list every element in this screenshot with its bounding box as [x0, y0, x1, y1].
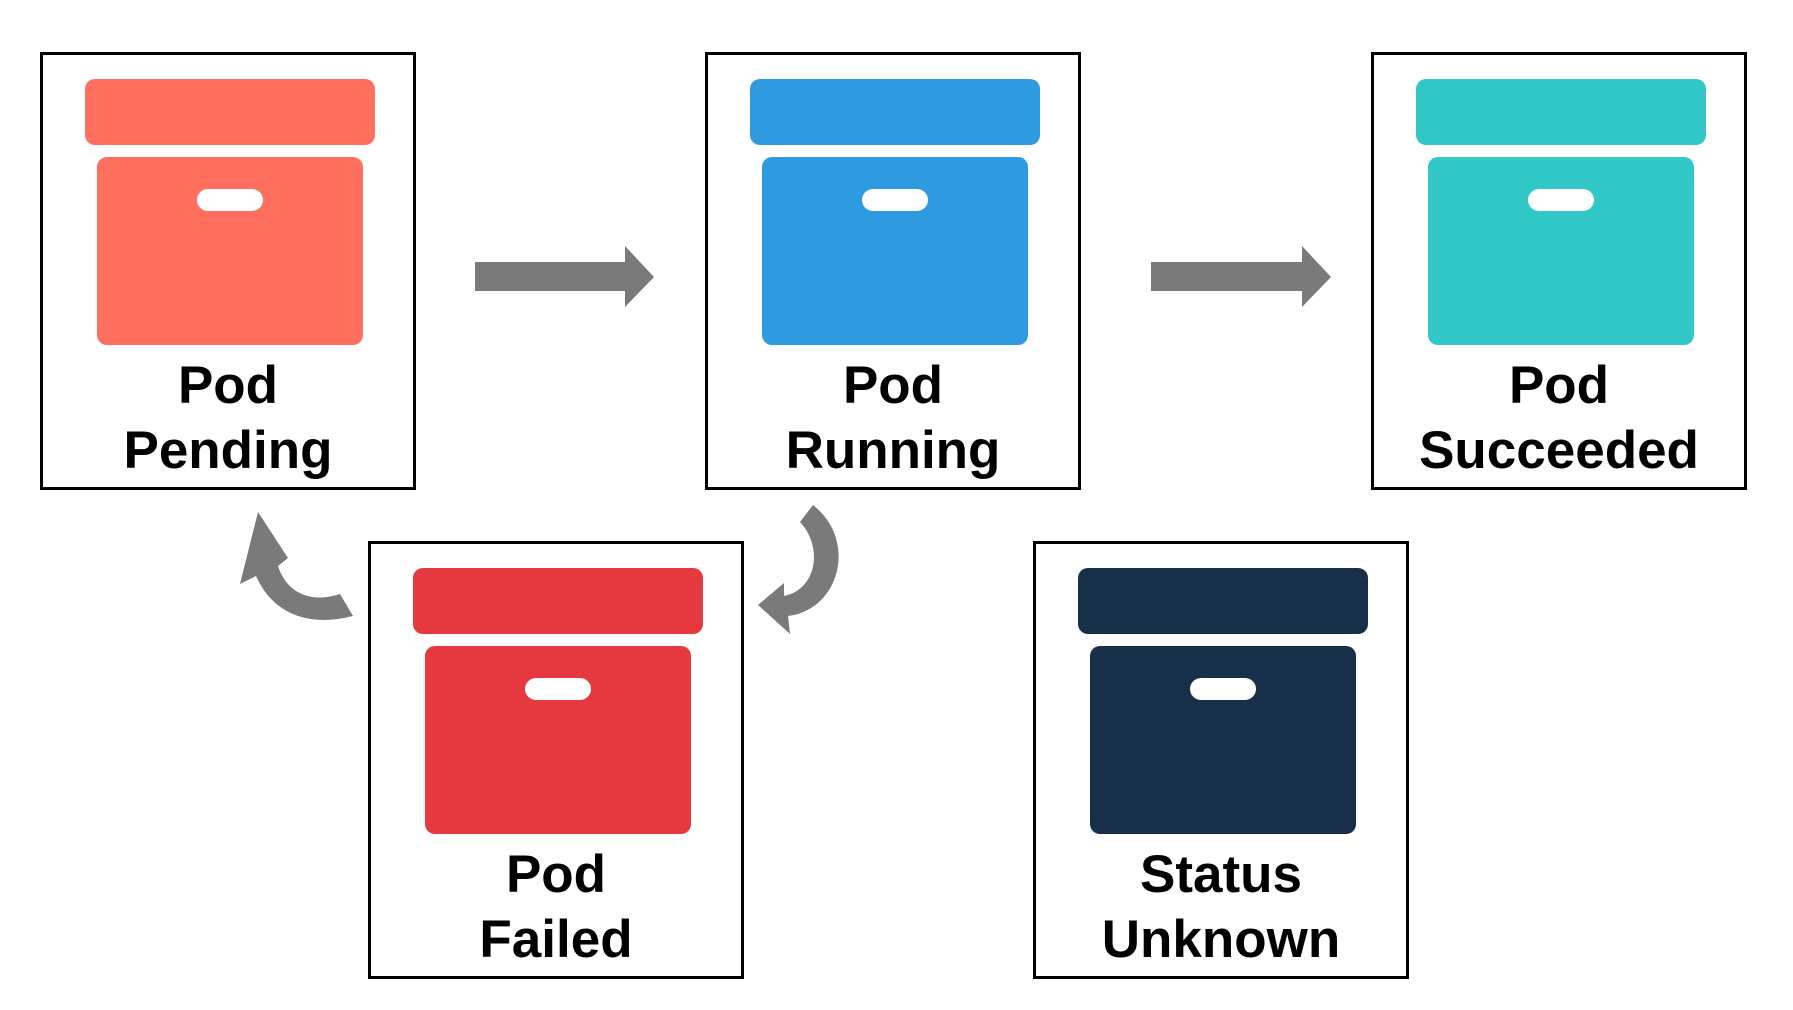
pod-running-card: Pod Running — [705, 52, 1081, 490]
state-label: Pod Running — [708, 353, 1078, 483]
box-body — [1428, 157, 1694, 345]
pod-failed-card: Pod Failed — [368, 541, 744, 979]
box-body — [97, 157, 363, 345]
box-body — [425, 646, 691, 834]
pod-succeeded-card: Pod Succeeded — [1371, 52, 1747, 490]
box-handle — [1190, 678, 1256, 700]
box-body — [762, 157, 1028, 345]
state-label-line1: Pod — [177, 356, 279, 415]
box-handle — [1528, 189, 1594, 211]
state-label-line1: Pod — [505, 845, 607, 904]
box-handle — [197, 189, 263, 211]
box-body — [1090, 646, 1356, 834]
box-lid — [1078, 568, 1368, 634]
arrow-group — [240, 246, 1331, 634]
status-unknown-card: Status Unknown — [1033, 541, 1409, 979]
curved-arrow-running-to-failed-icon — [758, 505, 839, 634]
box-handle — [525, 678, 591, 700]
box-lid — [85, 79, 375, 145]
curved-arrow-failed-to-pending-icon — [240, 512, 353, 620]
pod-pending-card: Pod Pending — [40, 52, 416, 490]
state-label: Pod Failed — [371, 842, 741, 972]
state-label-line2: Unknown — [1101, 910, 1341, 969]
box-lid — [1416, 79, 1706, 145]
state-label-line1: Status — [1140, 845, 1302, 904]
state-label-line2: Pending — [123, 421, 333, 480]
box-lid — [750, 79, 1040, 145]
state-label-line2: Failed — [479, 910, 633, 969]
state-label-line1: Pod — [1508, 356, 1610, 415]
box-lid — [413, 568, 703, 634]
state-label-line2: Succeeded — [1419, 421, 1699, 480]
arrow-running-to-succeeded-icon — [1151, 246, 1331, 307]
state-label: Pod Pending — [43, 353, 413, 483]
box-handle — [862, 189, 928, 211]
state-label: Status Unknown — [1036, 842, 1406, 972]
state-label-line1: Pod — [842, 356, 944, 415]
arrow-pending-to-running-icon — [475, 246, 654, 307]
state-label-line2: Running — [785, 421, 1001, 480]
state-label: Pod Succeeded — [1374, 353, 1744, 483]
